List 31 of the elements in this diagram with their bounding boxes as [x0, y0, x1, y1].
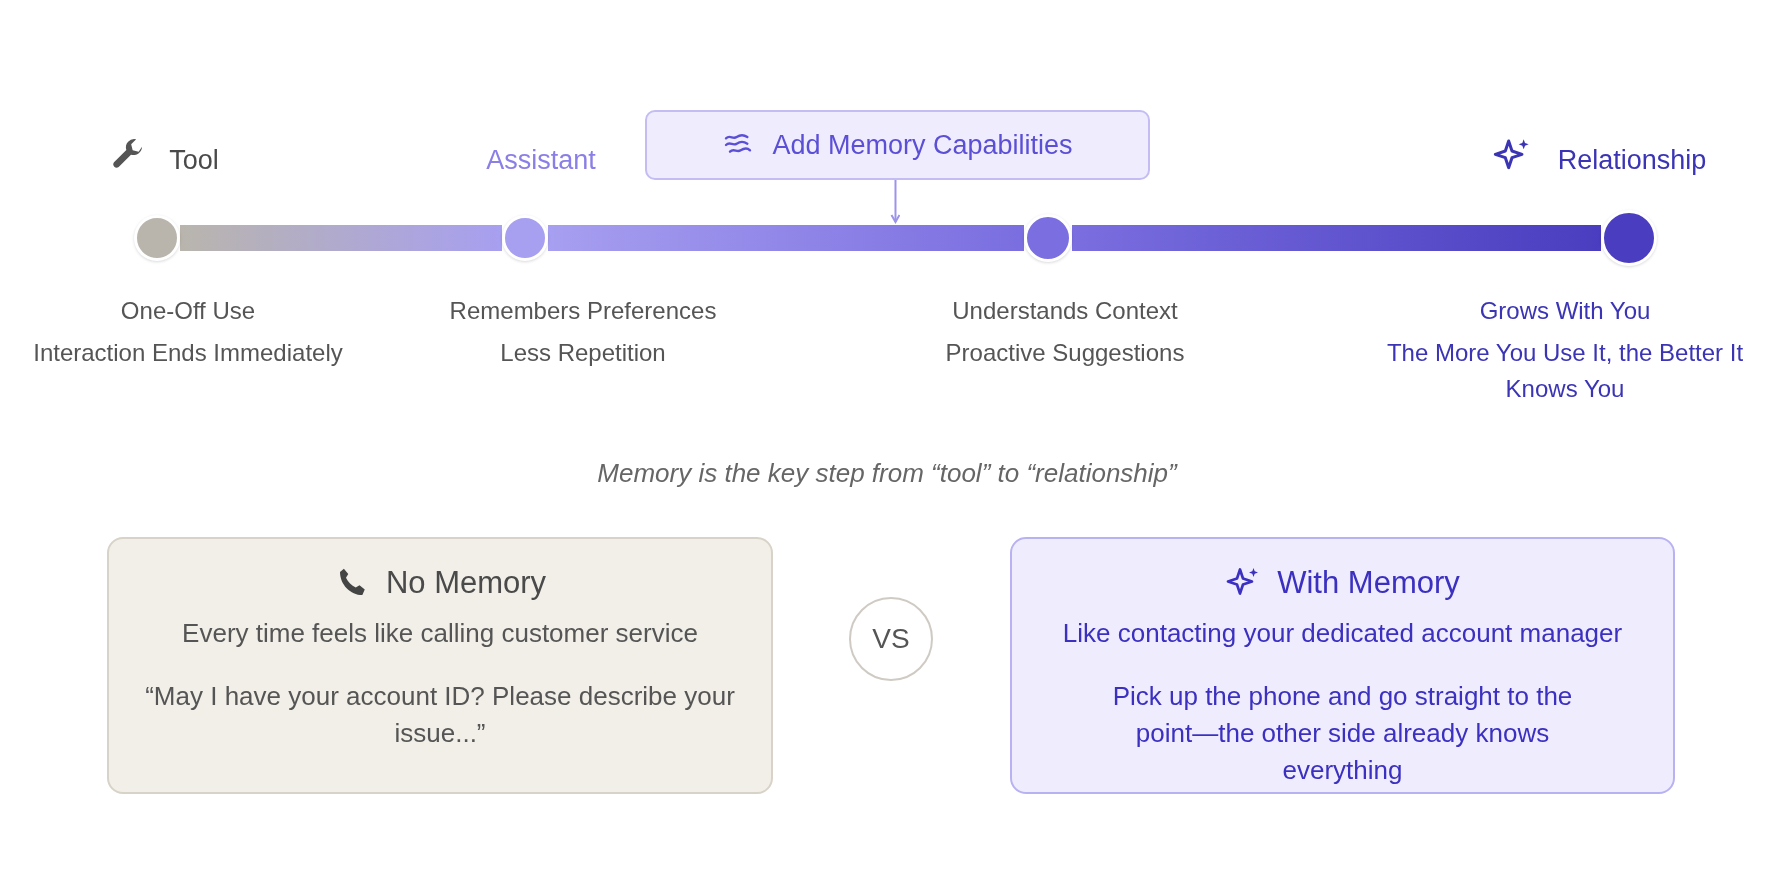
- stage-description: Less Repetition: [499, 338, 667, 368]
- timeline-node-circle: [1601, 210, 1657, 266]
- card-subtitle: Every time feels like calling customer service: [182, 617, 698, 650]
- timeline-node-circle: [502, 215, 548, 261]
- stage-title: Assistant: [486, 144, 596, 176]
- card-title: No Memory: [385, 565, 547, 601]
- stage-description: The More You Use It, the Better It Knows You: [1385, 338, 1745, 404]
- comparison-card: [1010, 537, 1675, 794]
- timeline-bar: [1072, 225, 1601, 251]
- callout-box: [645, 110, 1150, 180]
- card-subtitle: Like contacting your dedicated account manager: [1062, 617, 1623, 650]
- caption-text: Memory is the key step from “tool” to “relationship”: [597, 457, 1177, 489]
- stage-title: Tool: [169, 144, 219, 176]
- card-title: With Memory: [1277, 565, 1460, 601]
- stage-description: Proactive Suggestions: [944, 338, 1186, 368]
- timeline-node-circle: [1024, 214, 1072, 262]
- card-description: “May I have your account ID? Please describe your issue...”: [144, 680, 736, 750]
- stage-title: Relationship: [1557, 144, 1707, 176]
- stage-description: Remembers Preferences: [448, 296, 718, 326]
- stage-description: Interaction Ends Immediately: [32, 338, 344, 368]
- vs-circle: VS: [849, 597, 933, 681]
- stage-description: Grows With You: [1478, 296, 1652, 326]
- arrow: [890, 179, 901, 223]
- comparison-card: [107, 537, 773, 794]
- callout-text: Add Memory Capabilities: [772, 129, 1073, 161]
- stage-description: One-Off Use: [119, 296, 257, 326]
- card-description: Pick up the phone and go straight to the point—the other side already knows everything: [1111, 680, 1574, 787]
- stage-description: Understands Context: [951, 296, 1179, 326]
- timeline-bar: [180, 225, 502, 251]
- timeline-bar: [548, 225, 1024, 251]
- timeline-node-circle: [134, 215, 180, 261]
